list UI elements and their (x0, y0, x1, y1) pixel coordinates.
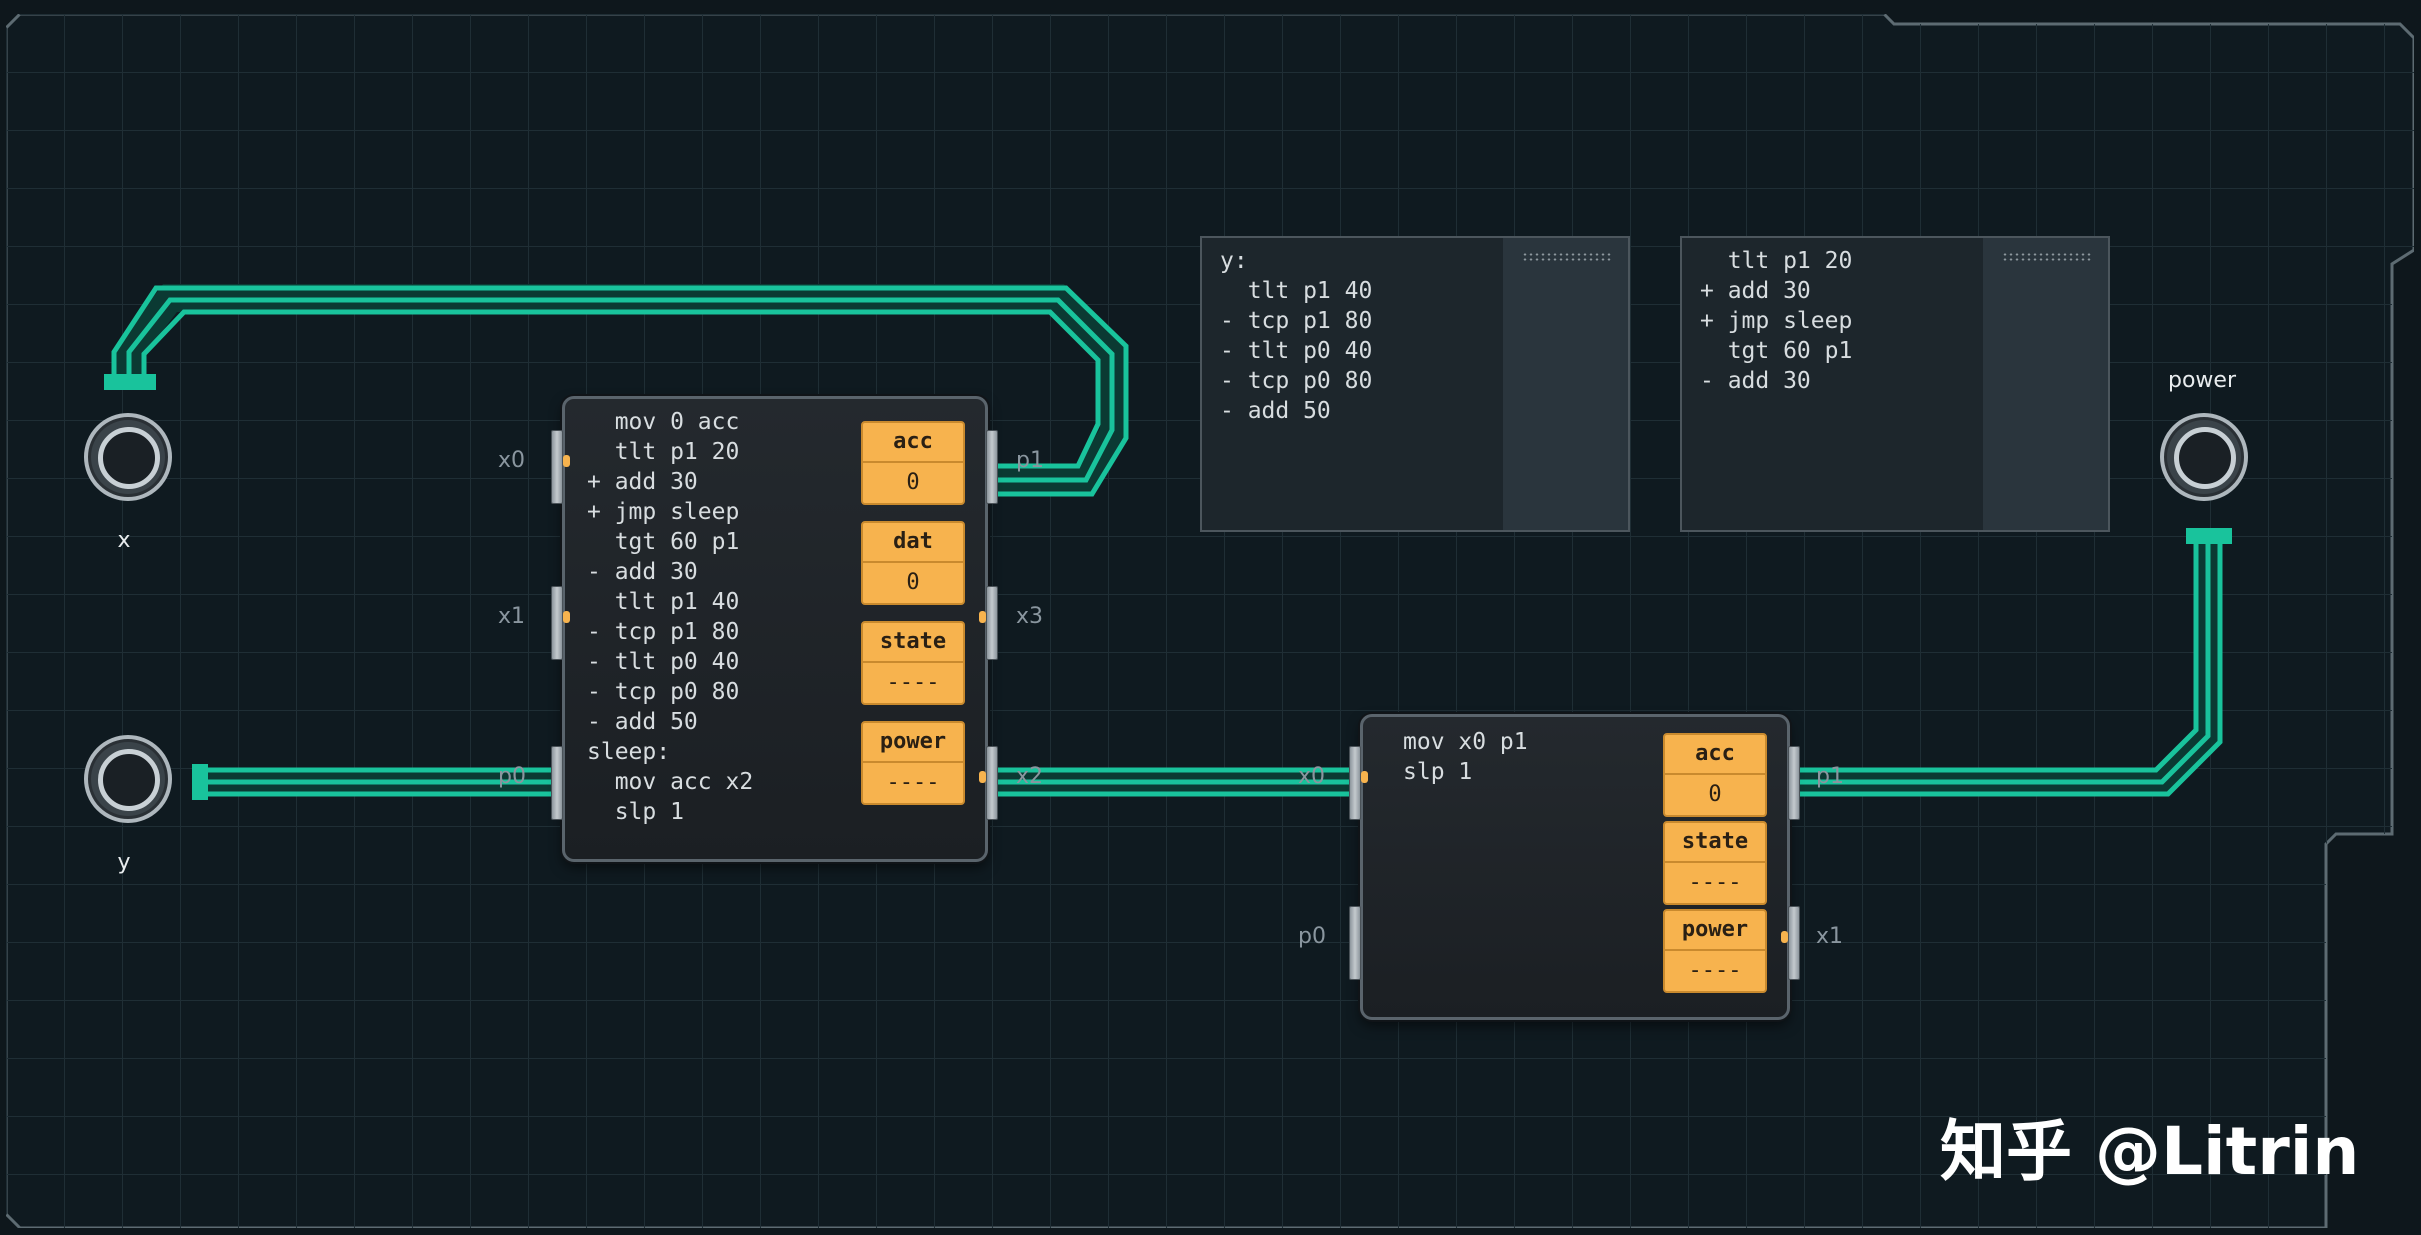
chip-out-x0-connector[interactable] (1349, 746, 1361, 820)
register-power: power ---- (861, 721, 965, 805)
chip-out-p1-label: p1 (1816, 764, 1844, 789)
out-register-acc-value: 0 (1708, 782, 1722, 807)
register-dat-label: dat (863, 523, 963, 563)
circuit-board: x y power mov 0 acc tlt p1 20 + add 30 +… (6, 14, 2414, 1228)
chip-main-x0-connector[interactable] (551, 430, 563, 504)
chip-main-x3-connector[interactable] (986, 586, 998, 660)
chip-out-p0-connector[interactable] (1349, 906, 1361, 980)
chip-main-x1-label: x1 (498, 604, 526, 629)
chip-out-x1-label: x1 (1816, 924, 1844, 949)
input-y-label: y (117, 850, 131, 875)
wire-x-to-p1 (111, 284, 1129, 497)
x0-signal-dot (563, 455, 570, 467)
mc-chip-output[interactable]: mov x0 p1 slp 1 acc 0 state ---- power -… (1360, 714, 1790, 1020)
register-power-value: ---- (886, 770, 940, 795)
out-x0-signal-dot (1361, 771, 1368, 783)
chip-main-x0-label: x0 (498, 448, 526, 473)
x1-signal-dot (563, 611, 570, 623)
register-acc-label: acc (863, 423, 963, 463)
note-1-text[interactable]: y: tlt p1 40 - tcp p1 80 - tlt p0 40 - t… (1220, 248, 1373, 424)
chip-out-x0-label: x0 (1298, 764, 1326, 789)
note-2-stripe (1983, 238, 2108, 530)
note-2-text[interactable]: tlt p1 20 + add 30 + jmp sleep tgt 60 p1… (1700, 248, 1853, 394)
output-power-port[interactable] (2160, 413, 2248, 501)
note-panel-2[interactable]: tlt p1 20 + add 30 + jmp sleep tgt 60 p1… (1680, 236, 2110, 532)
register-acc-value: 0 (906, 470, 920, 495)
out-register-power-label: power (1665, 911, 1765, 951)
wire-power-terminal (2186, 528, 2232, 544)
wire-x2-to-x0 (994, 767, 1352, 797)
chip-out-code[interactable]: mov x0 p1 slp 1 (1403, 729, 1528, 785)
out-x1-signal-dot (1781, 931, 1788, 943)
chip-main-p1-label: p1 (1016, 448, 1044, 473)
chip-out-p1-connector[interactable] (1788, 746, 1800, 820)
wire-x-terminal (104, 374, 156, 390)
register-acc: acc 0 (861, 421, 965, 505)
register-power-label: power (863, 723, 963, 763)
note-2-grip-icon[interactable] (2002, 252, 2092, 262)
x3-signal-dot (979, 611, 986, 623)
note-1-grip-icon[interactable] (1522, 252, 1612, 262)
out-register-acc-label: acc (1665, 735, 1765, 775)
out-register-state: state ---- (1663, 821, 1767, 905)
input-x-port[interactable] (84, 413, 172, 501)
out-register-state-value: ---- (1688, 870, 1742, 895)
chip-main-x2-label: x2 (1016, 764, 1044, 789)
wire-p1-to-power (1796, 540, 2223, 797)
register-dat: dat 0 (861, 521, 965, 605)
chip-out-x1-connector[interactable] (1788, 906, 1800, 980)
chip-main-x3-label: x3 (1016, 604, 1044, 629)
note-1-stripe (1503, 238, 1628, 530)
watermark: 知乎 @Litrin (1940, 1113, 2360, 1190)
chip-main-p0-connector[interactable] (551, 746, 563, 820)
chip-main-p0-label: p0 (498, 764, 526, 789)
output-power-label: power (2168, 368, 2236, 393)
out-register-power-value: ---- (1688, 958, 1742, 983)
note-panel-1[interactable]: y: tlt p1 40 - tcp p1 80 - tlt p0 40 - t… (1200, 236, 1630, 532)
mc-chip-main[interactable]: mov 0 acc tlt p1 20 + add 30 + jmp sleep… (562, 396, 988, 862)
register-dat-value: 0 (906, 570, 920, 595)
register-state-label: state (863, 623, 963, 663)
x2-signal-dot (979, 771, 986, 783)
board-graphics (6, 14, 2414, 1228)
chip-out-p0-label: p0 (1298, 924, 1326, 949)
chip-main-x2-connector[interactable] (986, 746, 998, 820)
register-state-value: ---- (886, 670, 940, 695)
register-state: state ---- (861, 621, 965, 705)
out-register-state-label: state (1665, 823, 1765, 863)
chip-main-code[interactable]: mov 0 acc tlt p1 20 + add 30 + jmp sleep… (587, 409, 754, 825)
chip-main-p1-connector[interactable] (986, 430, 998, 504)
wire-y-to-p0 (192, 767, 554, 797)
out-register-acc: acc 0 (1663, 733, 1767, 817)
input-y-port[interactable] (84, 735, 172, 823)
input-x-label: x (117, 528, 131, 553)
chip-main-x1-connector[interactable] (551, 586, 563, 660)
out-register-power: power ---- (1663, 909, 1767, 993)
